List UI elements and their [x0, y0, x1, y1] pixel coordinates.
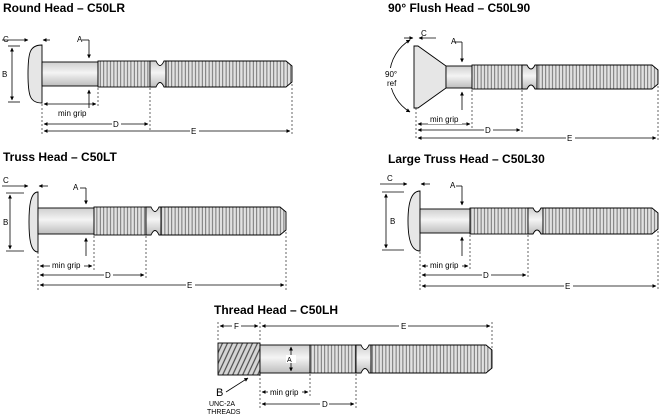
dimension-lines	[2, 184, 287, 290]
label-e: E	[187, 281, 192, 290]
dimension-lines	[380, 182, 659, 290]
fastener-body	[27, 44, 293, 104]
head-shape	[27, 44, 43, 104]
label-a: A	[287, 357, 292, 364]
label-e: E	[191, 127, 196, 136]
label-c: C	[387, 174, 393, 183]
pull-grooves	[536, 64, 659, 90]
label-e: E	[401, 322, 406, 331]
pull-grooves	[542, 207, 659, 235]
label-min-grip: min grip	[430, 261, 459, 270]
label-angle-ref: ref	[387, 79, 397, 88]
label-angle: 90°	[385, 70, 397, 79]
diagram-flush-head: 90° Flush Head – C50L90 90°	[384, 1, 659, 143]
head-shape	[28, 191, 39, 253]
diagram-title: Large Truss Head – C50L30	[388, 152, 545, 166]
diagram-thread-head: Thread Head – C50LH F E	[207, 303, 493, 416]
label-c: C	[3, 35, 9, 44]
label-d: D	[113, 120, 119, 129]
lock-grooves	[469, 207, 529, 235]
label-b: B	[2, 70, 7, 79]
fastener-body	[413, 45, 659, 109]
diagram-truss-head: Truss Head – C50LT B	[2, 150, 287, 290]
shank	[445, 65, 473, 89]
label-d: D	[485, 126, 491, 135]
shank	[259, 344, 311, 374]
head-shape	[413, 45, 447, 109]
pull-grooves	[160, 206, 287, 236]
breakneck	[527, 207, 544, 235]
breakneck	[145, 206, 162, 236]
label-min-grip: min grip	[52, 261, 81, 270]
label-e: E	[567, 134, 572, 143]
label-e: E	[565, 282, 570, 291]
pull-grooves	[370, 344, 493, 374]
label-a: A	[77, 35, 83, 44]
diagram-title: Round Head – C50LR	[3, 1, 125, 15]
label-d: D	[483, 271, 489, 280]
breakneck	[149, 60, 167, 88]
label-min-grip: min grip	[58, 109, 87, 118]
pull-grooves	[165, 60, 293, 88]
lock-grooves	[97, 60, 151, 88]
breakneck	[521, 64, 538, 90]
label-d: D	[322, 400, 328, 409]
fastener-body	[407, 190, 659, 252]
label-a: A	[451, 37, 457, 46]
label-f: F	[234, 322, 239, 331]
label-d: D	[105, 271, 111, 280]
lock-grooves	[309, 344, 357, 374]
label-thread-word: THREADS	[207, 409, 241, 416]
diagram-large-truss-head: Large Truss Head – C50L30	[380, 152, 659, 291]
diagram-title: Thread Head – C50LH	[214, 303, 338, 317]
label-b: B	[390, 217, 395, 226]
label-a: A	[450, 181, 456, 190]
label-b: B	[216, 387, 223, 399]
shank	[41, 61, 99, 87]
fastener-body	[28, 191, 287, 253]
fastener-body	[217, 342, 493, 376]
label-b: B	[3, 218, 8, 227]
diagram-round-head: Round Head – C50LR B	[2, 1, 293, 136]
lock-grooves	[93, 206, 147, 236]
breakneck	[355, 344, 372, 374]
diagram-title: Truss Head – C50LT	[3, 150, 117, 164]
label-min-grip: min grip	[430, 115, 459, 124]
threaded-head	[217, 342, 261, 376]
label-thread-spec: UNC-2A	[209, 401, 235, 408]
lock-grooves	[471, 64, 523, 90]
label-c: C	[3, 176, 9, 185]
dimension-lines	[2, 38, 293, 136]
shank	[37, 207, 95, 235]
label-a: A	[73, 183, 79, 192]
head-shape	[407, 190, 421, 252]
diagram-title: 90° Flush Head – C50L90	[388, 1, 531, 15]
label-c: C	[421, 29, 427, 38]
shank	[419, 208, 471, 234]
label-min-grip: min grip	[270, 388, 299, 397]
